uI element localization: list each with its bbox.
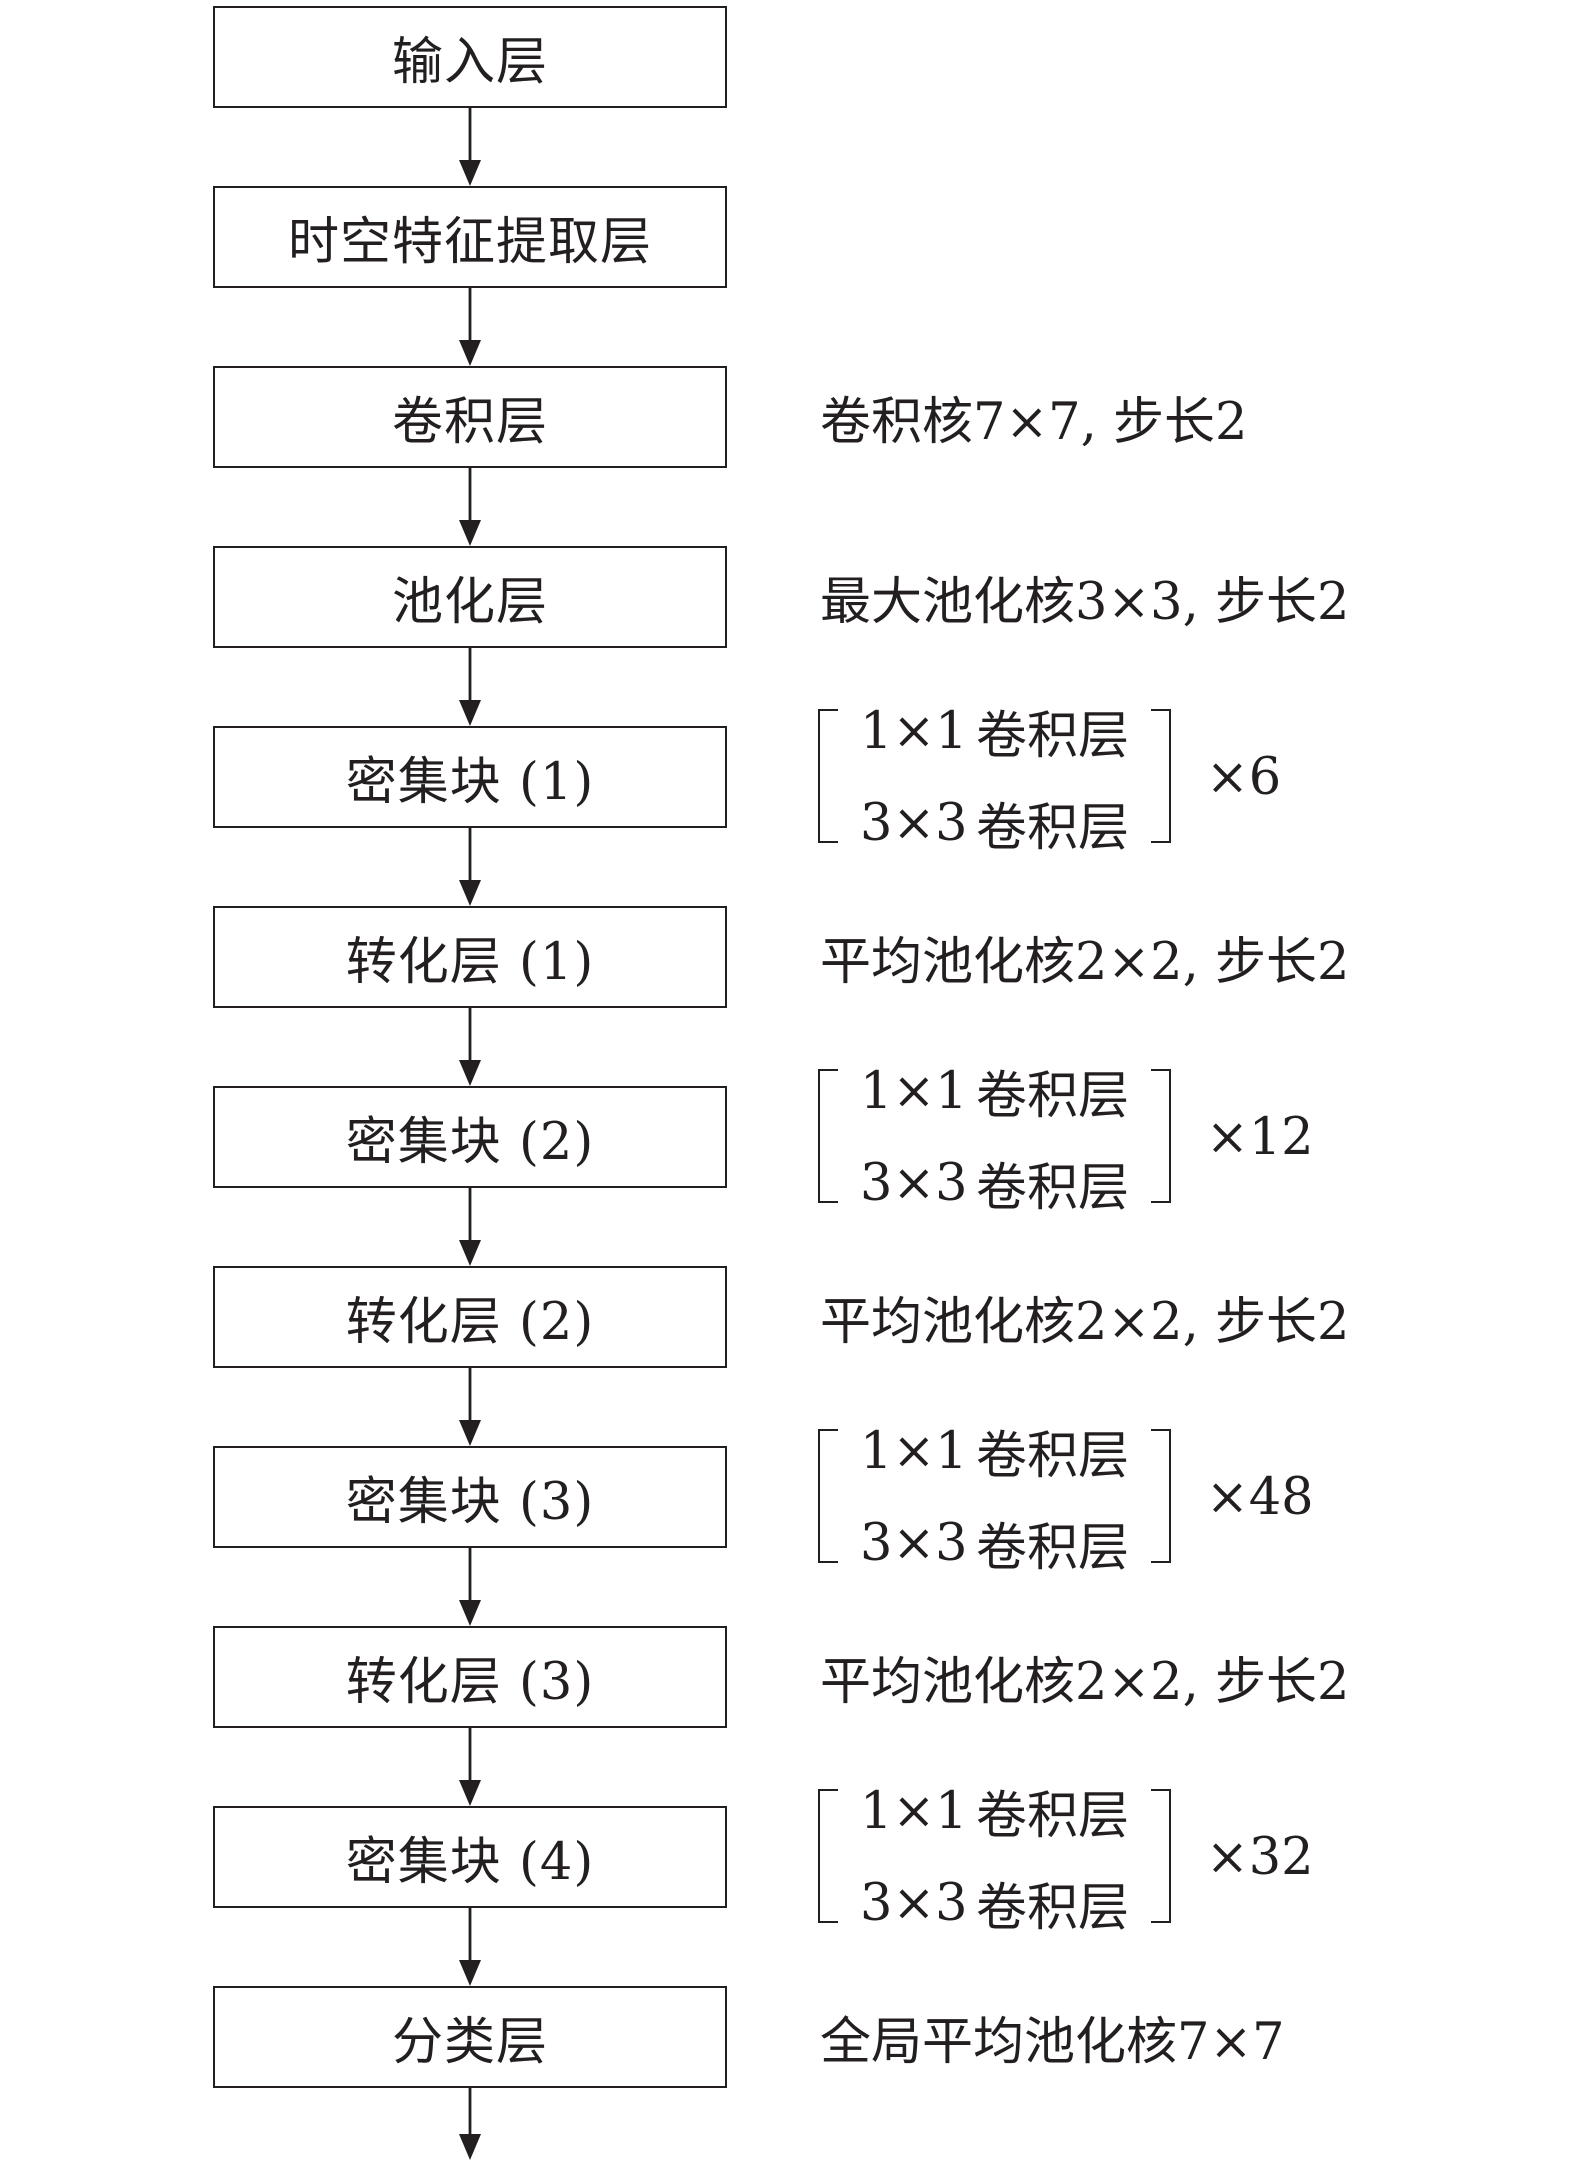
kernel-size: 1×1 [860,1061,968,1121]
layer-box-dense-block-1: 密集块 (1) [213,726,727,828]
layer-box-transition-1: 转化层 (1) [213,906,727,1008]
kernel-size: 3×3 [860,1153,968,1213]
layer-label: 密集块 (1) [345,753,595,812]
note-pool: 最大池化核3×3, 步长2 [820,573,1350,632]
layer-box-conv: 卷积层 [213,366,727,468]
conv-layer-label: 卷积层 [976,1067,1130,1126]
kernel-size: 3×3 [860,1873,968,1933]
layer-label: 密集块 (3) [345,1473,595,1532]
arrow-head-9 [459,1780,481,1806]
layer-label: 密集块 (2) [345,1113,595,1172]
note-classification: 全局平均池化核7×7 [820,2013,1285,2072]
arrow-head-0 [459,160,481,186]
conv-layer-label: 卷积层 [976,1879,1130,1938]
note-conv: 卷积核7×7, 步长2 [820,393,1248,452]
arrow-head-10 [459,1960,481,1986]
layer-label: 卷积层 [391,393,548,452]
arrow-head-2 [459,520,481,546]
arrow-head-8 [459,1600,481,1626]
layer-label: 分类层 [391,2013,548,2072]
repeat-count: ×48 [1206,1467,1314,1527]
layer-label: 密集块 (4) [345,1833,595,1892]
left-bracket [818,1429,838,1563]
layer-label: 转化层 (2) [345,1293,595,1352]
repeat-count: ×32 [1206,1827,1314,1887]
note-transition-3: 平均池化核2×2, 步长2 [820,1653,1350,1712]
layer-label: 转化层 (1) [345,933,595,992]
kernel-size: 1×1 [860,1421,968,1481]
kernel-size: 3×3 [860,793,968,853]
arrow-head-5 [459,1060,481,1086]
arrow-head-1 [459,340,481,366]
arrow-head-4 [459,880,481,906]
arrow-head-7 [459,1420,481,1446]
left-bracket [818,1789,838,1923]
right-bracket [1151,1789,1171,1923]
arrow-head-6 [459,1240,481,1266]
conv-layer-label: 卷积层 [976,1427,1130,1486]
repeat-count: ×6 [1206,747,1282,807]
layer-label: 转化层 (3) [345,1653,595,1712]
kernel-size: 1×1 [860,1781,968,1841]
layer-box-transition-2: 转化层 (2) [213,1266,727,1368]
note-transition-1: 平均池化核2×2, 步长2 [820,933,1350,992]
layer-box-spatiotemporal-feature: 时空特征提取层 [213,186,727,288]
conv-layer-label: 卷积层 [976,707,1130,766]
note-transition-2: 平均池化核2×2, 步长2 [820,1293,1350,1352]
right-bracket [1151,1429,1171,1563]
layer-box-input: 输入层 [213,6,727,108]
kernel-size: 1×1 [860,701,968,761]
layer-box-dense-block-4: 密集块 (4) [213,1806,727,1908]
repeat-count: ×12 [1206,1107,1314,1167]
layer-label: 池化层 [391,573,548,632]
left-bracket [818,1069,838,1203]
layer-label: 时空特征提取层 [287,213,652,272]
arrow-head-3 [459,700,481,726]
layer-label: 输入层 [391,33,548,92]
layer-box-transition-3: 转化层 (3) [213,1626,727,1728]
layer-box-pool: 池化层 [213,546,727,648]
right-bracket [1151,1069,1171,1203]
conv-layer-label: 卷积层 [976,1519,1130,1578]
right-bracket [1151,709,1171,843]
arrow-head-11 [459,2134,481,2160]
conv-layer-label: 卷积层 [976,799,1130,858]
conv-layer-label: 卷积层 [976,1159,1130,1218]
kernel-size: 3×3 [860,1513,968,1573]
layer-box-dense-block-3: 密集块 (3) [213,1446,727,1548]
left-bracket [818,709,838,843]
layer-box-classification: 分类层 [213,1986,727,2088]
layer-box-dense-block-2: 密集块 (2) [213,1086,727,1188]
conv-layer-label: 卷积层 [976,1787,1130,1846]
